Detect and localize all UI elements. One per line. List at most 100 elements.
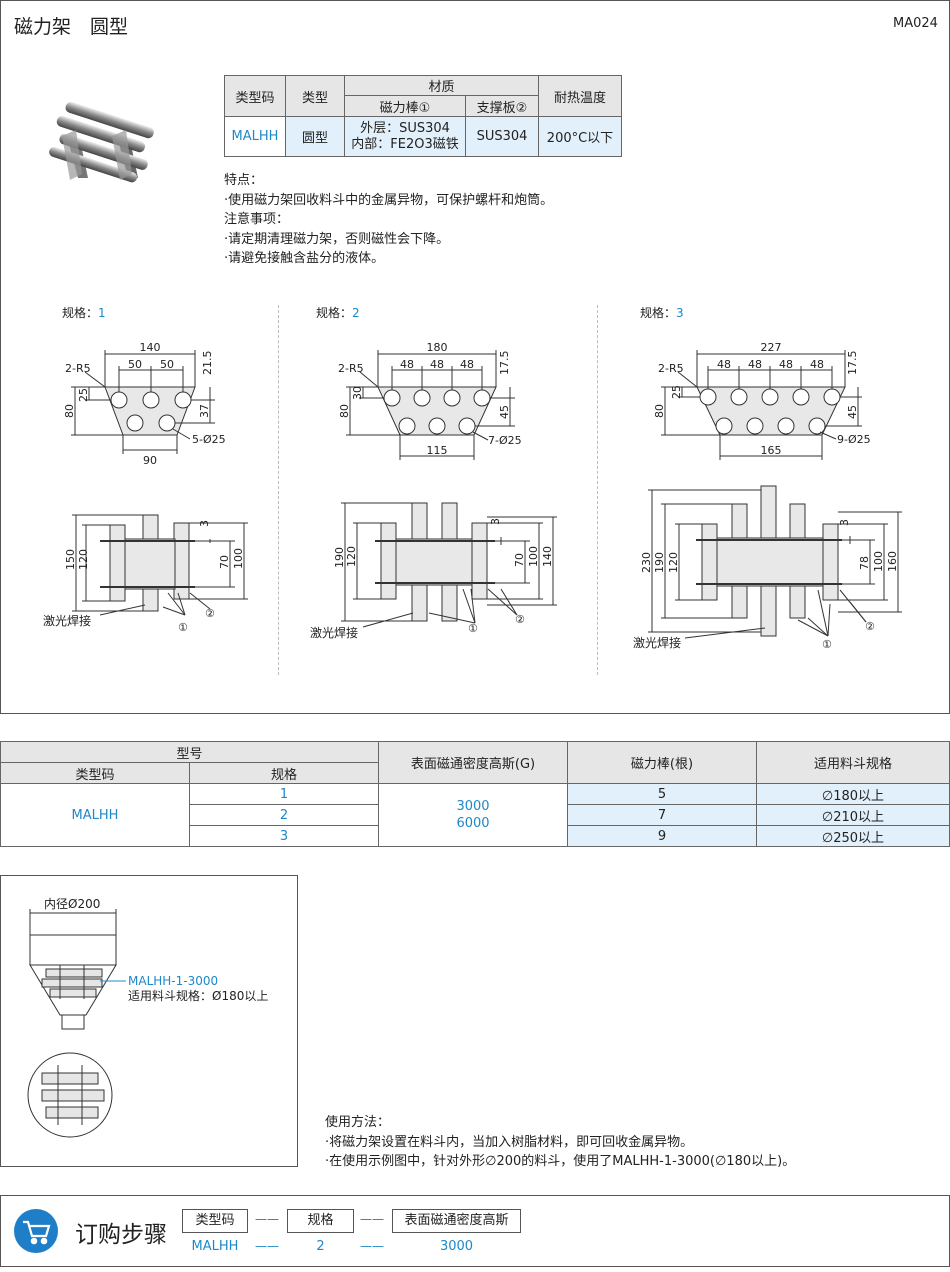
side-t: 3 [489, 518, 502, 525]
dim-holes: 9-Ø25 [837, 433, 871, 446]
side-h2: 120 [77, 549, 90, 570]
laser-weld-label: 激光焊接 [310, 625, 358, 640]
drawing-2-side: 190 120 70 100 140 3 激光焊接 ① ② [310, 502, 557, 640]
order-value-sep-1: —— [255, 1239, 279, 1253]
order-value-type-code: MALHH [191, 1239, 239, 1254]
features-title: 特点： [224, 173, 264, 188]
laser-weld-label: 激光焊接 [633, 635, 681, 650]
side-h3: 70 [218, 555, 231, 569]
product-code: MA024 [893, 16, 938, 31]
dim-bottom: 115 [427, 444, 448, 457]
drawing-2-front: 180 48 48 48 2-R5 17.5 30 80 45 7-Ø25 11… [338, 341, 522, 460]
feature-1: ·使用磁力架回收料斗中的金属异物，可保护螺杆和炮筒。 [224, 192, 554, 208]
side-h4: 78 [858, 556, 871, 570]
dim-height: 80 [338, 404, 351, 418]
notes: 特点： ·使用磁力架回收料斗中的金属异物，可保护螺杆和炮筒。 注意事项： ·请定… [224, 171, 553, 269]
dim-top: 21.5 [201, 351, 214, 376]
th-rod: 磁力棒① [344, 95, 466, 117]
product-photo [49, 101, 154, 183]
cell-hopper-3: ∅250以上 [756, 825, 950, 847]
dim-height: 80 [653, 404, 666, 418]
balloon-2: ② [205, 607, 215, 620]
cell-rod: 外层：SUS304 内部：FE2O3磁铁 [344, 116, 466, 157]
divider-1 [278, 305, 279, 675]
th-gauss: 表面磁通密度高斯(G) [378, 741, 568, 784]
cell-type: 圆型 [285, 116, 345, 157]
page-title: 磁力架 圆型 [14, 16, 129, 38]
drawing-1-side: 150 120 70 100 3 激光焊接 ① ② [43, 514, 248, 634]
dim-row: 25 [77, 388, 90, 402]
cell-gauss: 3000 6000 [378, 783, 568, 847]
dim-width: 180 [427, 341, 448, 354]
order-section [0, 1195, 950, 1267]
example-hopper-label: 适用料斗规格：Ø180以上 [128, 988, 268, 1003]
usage-example-box [0, 875, 298, 1167]
spec-label-text: 规格： [316, 306, 353, 320]
th-model: 型号 [0, 741, 379, 763]
dim-pitch-b: 50 [160, 358, 174, 371]
dim-width: 227 [761, 341, 782, 354]
dim-row-gap: 37 [198, 404, 211, 418]
th-type: 类型 [285, 75, 345, 117]
order-box-gauss: 表面磁通密度高斯 [392, 1209, 521, 1233]
dim-bottom: 165 [761, 444, 782, 457]
spec-label-3: 规格：3 [640, 304, 684, 321]
th-type-code: 类型码 [0, 762, 190, 784]
dim-bottom: 90 [143, 454, 157, 465]
spec-label-1: 规格：1 [62, 304, 106, 321]
balloon-1: ① [178, 621, 188, 634]
side-h1: 150 [64, 549, 77, 570]
inner-diameter-label: 内径Ø200 [44, 897, 100, 911]
side-h5: 140 [541, 546, 554, 567]
side-t: 3 [838, 519, 851, 526]
dim-height: 80 [63, 404, 76, 418]
side-h2: 120 [345, 546, 358, 567]
balloon-2: ② [865, 620, 875, 633]
example-model-label: MALHH-1-3000 [128, 974, 218, 988]
cell-rods-3: 9 [567, 825, 757, 847]
dim-pitch-a: 50 [128, 358, 142, 371]
order-value-gauss: 3000 [439, 1239, 474, 1254]
side-h1: 230 [640, 552, 653, 573]
dim-holes: 5-Ø25 [192, 433, 226, 446]
cell-rods-1: 5 [567, 783, 757, 805]
cell-type-code: MALHH [224, 116, 286, 157]
order-title: 订购步骤 [75, 1222, 167, 1248]
side-h3: 120 [667, 552, 680, 573]
spec-table: 类型码 类型 材质 耐热温度 磁力棒① 支撑板② MALHH 圆型 外层：SUS… [224, 75, 622, 157]
dim-p3: 48 [460, 358, 474, 371]
dim-width: 140 [140, 341, 161, 354]
cell-rods-2: 7 [567, 804, 757, 826]
cell-hopper-2: ∅210以上 [756, 804, 950, 826]
caution-title: 注意事项： [224, 212, 290, 227]
drawing-3-side: 230 190 120 78 100 160 3 激光焊接 ① ② [633, 485, 902, 651]
rod-inner: 内部：FE2O3磁铁 [351, 136, 459, 152]
hopper-diagram: 内径Ø200 MALHH-1-3000 适用料斗规格：Ø180以上 [27, 897, 268, 1138]
spec-value: 1 [98, 306, 106, 320]
shopping-cart-icon [14, 1209, 58, 1253]
dim-p1: 48 [400, 358, 414, 371]
th-spec: 规格 [189, 762, 379, 784]
caution-2: ·请避免接触含盐分的液体。 [224, 251, 385, 266]
caution-1: ·请定期清理磁力架，否则磁性会下降。 [224, 231, 450, 247]
th-rods: 磁力棒(根) [567, 741, 757, 784]
dim-top: 17.5 [498, 351, 511, 376]
spec-label-text: 规格： [640, 306, 677, 320]
dim-row: 30 [351, 386, 364, 400]
balloon-1: ① [468, 622, 478, 635]
th-plate: 支撑板② [465, 95, 539, 117]
cell-type-code: MALHH [0, 783, 190, 847]
spec-value: 2 [352, 306, 360, 320]
spec-label-text: 规格： [62, 306, 99, 320]
side-h2: 190 [653, 552, 666, 573]
laser-weld-label: 激光焊接 [43, 613, 91, 628]
dim-row: 25 [670, 385, 683, 399]
cell-spec-3: 3 [189, 825, 379, 847]
side-h3: 70 [513, 553, 526, 567]
side-t: 3 [198, 520, 211, 527]
gauss-1: 3000 [456, 799, 490, 814]
th-type-code: 类型码 [224, 75, 286, 117]
balloon-2: ② [515, 613, 525, 626]
order-value-sep-2: —— [360, 1239, 384, 1253]
order-value-spec: 2 [316, 1239, 325, 1254]
